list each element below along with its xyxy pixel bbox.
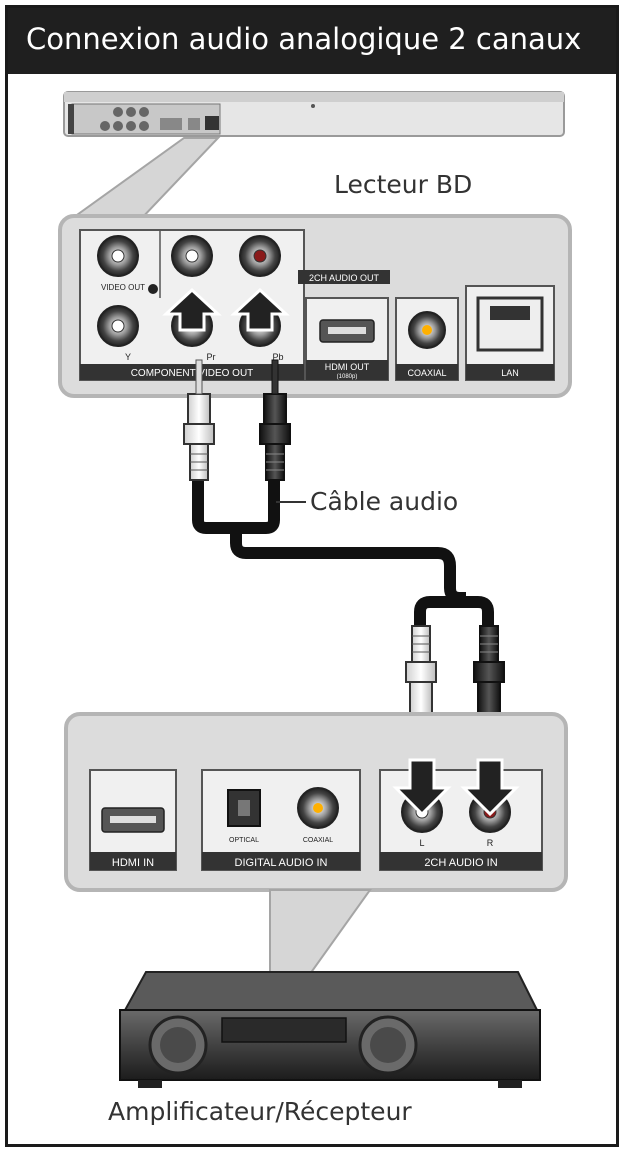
- arrow-up-left-icon: [162, 287, 222, 332]
- hdmi-in-label: HDMI IN: [112, 857, 154, 869]
- bd-player: [63, 91, 565, 137]
- amp-coaxial-label: COAXIAL: [303, 837, 333, 844]
- y-label: Y: [125, 352, 131, 362]
- audio-in-2ch-label: 2CH AUDIO IN: [424, 857, 497, 869]
- hdmi-out-label: HDMI OUT: [325, 362, 370, 372]
- lan-port: [476, 296, 544, 352]
- audio-in-r-label: R: [487, 838, 494, 848]
- arrow-down-right-icon: [460, 758, 520, 817]
- zoom-callout-player: [66, 137, 221, 221]
- player-label: Lecteur BD: [334, 170, 472, 199]
- optical-label: OPTICAL: [229, 837, 259, 844]
- lan-label: LAN: [501, 368, 519, 378]
- pb-label: Pb: [272, 352, 283, 362]
- hdmi-out-sublabel: (1080p): [337, 374, 358, 380]
- top-black-plug: [259, 359, 291, 481]
- amp-back-panel: HDMI IN OPTICAL COAXIAL DIGITAL AUDIO IN…: [64, 712, 568, 892]
- player-back-panel: COMPONENT VIDEO OUT VIDEO OUT 2CH AUDIO …: [58, 214, 572, 398]
- connection-diagram: Lecteur BD COMPONENT VIDEO OUT VIDEO OUT…: [58, 91, 572, 1126]
- bottom-black-plug: [473, 625, 505, 755]
- cable-label: Câble audio: [310, 487, 458, 516]
- title-bar: Connexion audio analogique 2 canaux: [8, 8, 616, 74]
- arrow-down-left-icon: [392, 758, 452, 817]
- video-out-label: VIDEO OUT: [101, 283, 145, 292]
- pr-label: Pr: [207, 352, 216, 362]
- top-white-plug: [183, 359, 215, 481]
- amplifier-label: Amplificateur/Récepteur: [108, 1097, 412, 1126]
- player-coaxial-label: COAXIAL: [407, 368, 446, 378]
- arrow-up-right-icon: [230, 287, 290, 332]
- digital-audio-in-label: DIGITAL AUDIO IN: [235, 857, 328, 869]
- diagram-frame: Connexion audio analogique 2 canaux: [5, 5, 619, 1147]
- zoom-callout-amp: [269, 889, 372, 975]
- component-video-out-label: COMPONENT VIDEO OUT: [131, 368, 254, 379]
- amp-display: [221, 1017, 347, 1043]
- page-title: Connexion audio analogique 2 canaux: [26, 22, 582, 56]
- optical-port: [227, 789, 261, 827]
- amplifier: [119, 971, 541, 1088]
- audio-out-2ch-label: 2CH AUDIO OUT: [309, 273, 380, 283]
- audio-in-l-label: L: [419, 838, 424, 848]
- audio-cable: [192, 478, 494, 658]
